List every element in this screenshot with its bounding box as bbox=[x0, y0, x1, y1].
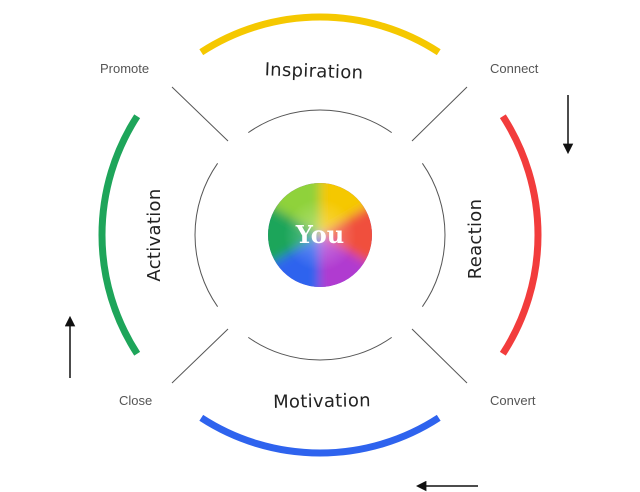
inspiration-arc bbox=[199, 13, 441, 56]
inner-arc-top bbox=[248, 109, 392, 134]
connector-line-promote bbox=[171, 86, 229, 142]
reaction-arc bbox=[499, 114, 542, 356]
inner-arc-bottom bbox=[248, 336, 392, 361]
center-label: You bbox=[295, 220, 345, 249]
center-circle bbox=[268, 183, 372, 287]
motivation-arc bbox=[199, 414, 441, 457]
reaction-label: Reaction bbox=[465, 199, 486, 280]
promote-label: Promote bbox=[100, 61, 149, 76]
connector-line-convert bbox=[411, 328, 468, 384]
close-label: Close bbox=[119, 393, 152, 408]
inspiration-label: Inspiration bbox=[264, 59, 363, 83]
connector-line-connect bbox=[411, 86, 468, 142]
activation-label: Activation bbox=[144, 188, 165, 281]
activation-arc bbox=[98, 114, 141, 356]
inner-arc-right bbox=[421, 163, 446, 307]
connect-label: Connect bbox=[490, 61, 539, 76]
convert-label: Convert bbox=[490, 393, 536, 408]
motivation-label: Motivation bbox=[273, 390, 371, 413]
inner-arc-left bbox=[194, 163, 219, 307]
connector-line-close bbox=[171, 328, 229, 384]
